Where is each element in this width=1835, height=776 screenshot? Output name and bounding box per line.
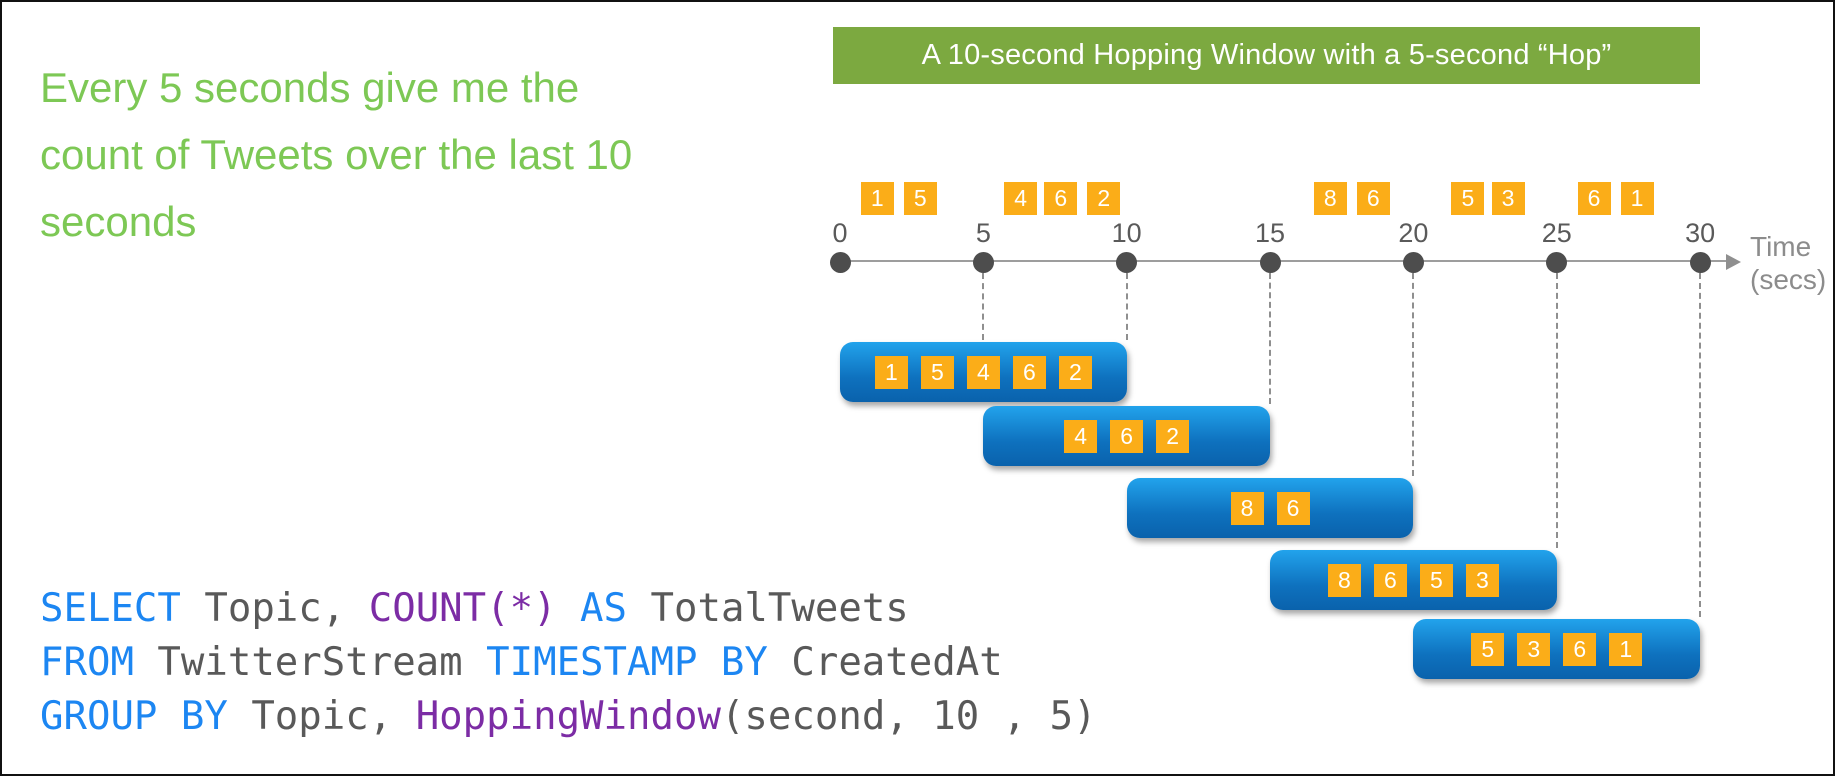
sql-code-line-3: GROUP BY Topic, HoppingWindow(second, 10… [40,690,1097,744]
window-event-box: 8 [1230,491,1264,525]
stream-event-box: 4 [1004,182,1038,215]
stream-event-box: 6 [1356,182,1390,215]
stream-event-box: 8 [1313,182,1347,215]
sql-token: GROUP BY [40,694,228,739]
title-banner-text: A 10-second Hopping Window with a 5-seco… [921,39,1612,71]
timeline-arrowhead-icon [1726,254,1741,270]
stream-event-box: 1 [860,182,894,215]
tick-dot-25 [1546,251,1568,273]
tick-dot-15 [1259,251,1281,273]
tick-label-25: 25 [1541,218,1572,248]
tick-label-0: 0 [832,218,848,248]
window-event-box: 5 [1471,632,1505,666]
window-event-box: 6 [1563,632,1597,666]
stream-event-box: 6 [1577,182,1611,215]
tick-dash-20 [1412,273,1415,476]
stream-event-box: 1 [1620,182,1654,215]
tick-dash-30 [1699,273,1702,617]
sql-token: HoppingWindow [415,694,721,739]
window-event-box: 6 [1012,355,1046,389]
sql-token: TotalTweets [627,586,909,631]
tick-label-30: 30 [1685,218,1716,248]
stream-event-box: 3 [1491,182,1525,215]
tick-dash-5 [982,273,985,340]
window-event-box: 2 [1058,355,1092,389]
window-event-box: 6 [1276,491,1310,525]
sql-code-line-2: FROM TwitterStream TIMESTAMP BY CreatedA… [40,636,1097,690]
tick-dot-20 [1402,251,1424,273]
stream-event-box: 2 [1087,182,1121,215]
tick-dot-10 [1116,251,1138,273]
timeline-axis-line [840,260,1732,262]
sql-code-line-1: SELECT Topic, COUNT(*) AS TotalTweets [40,582,1097,636]
sql-token: Topic, [180,586,369,631]
window-event-box: 6 [1373,563,1407,597]
tick-dot-5 [972,251,994,273]
tick-label-20: 20 [1398,218,1429,248]
headline-line-3: seconds [40,198,197,245]
headline-line-1: Every 5 seconds give me the [40,64,580,111]
window-event-box: 1 [874,355,908,389]
time-axis-label-secs: (secs) [1750,264,1827,295]
sql-token: TIMESTAMP BY [486,640,768,685]
sql-token: (second, 10 , 5) [720,694,1097,739]
tick-dash-10 [1125,273,1128,340]
window-event-box: 4 [1064,419,1098,453]
window-event-box: 6 [1110,419,1144,453]
sql-token: TwitterStream [133,640,487,685]
sql-token: AS [556,586,628,631]
tick-label-5: 5 [975,218,991,248]
sql-token: COUNT(*) [368,586,557,631]
stream-event-box: 6 [1044,182,1078,215]
tick-label-15: 15 [1255,218,1286,248]
tick-dash-25 [1555,273,1558,548]
window-event-box: 5 [1419,563,1453,597]
tick-dot-0 [829,251,851,273]
title-banner: A 10-second Hopping Window with a 5-seco… [833,27,1700,84]
headline-line-2: count of Tweets over the last 10 [40,131,633,178]
window-event-box: 8 [1327,563,1361,597]
window-event-box: 2 [1156,419,1190,453]
stream-event-box: 5 [903,182,937,215]
time-axis-label: Time (secs) [1750,230,1826,296]
window-event-box: 5 [920,355,954,389]
time-axis-label-unit: Time [1750,231,1812,262]
tick-dot-30 [1689,251,1711,273]
sql-token: CreatedAt [767,640,1003,685]
sql-token: SELECT [40,586,181,631]
window-event-box: 1 [1609,632,1643,666]
stream-event-box: 5 [1451,182,1485,215]
tick-label-10: 10 [1111,218,1142,248]
tick-dash-15 [1269,273,1272,404]
window-event-box: 3 [1465,563,1499,597]
sql-token: FROM [40,640,134,685]
window-event-box: 4 [966,355,1000,389]
window-event-box: 3 [1517,632,1551,666]
headline: Every 5 seconds give me the count of Twe… [40,54,720,255]
sql-token: Topic, [227,694,416,739]
